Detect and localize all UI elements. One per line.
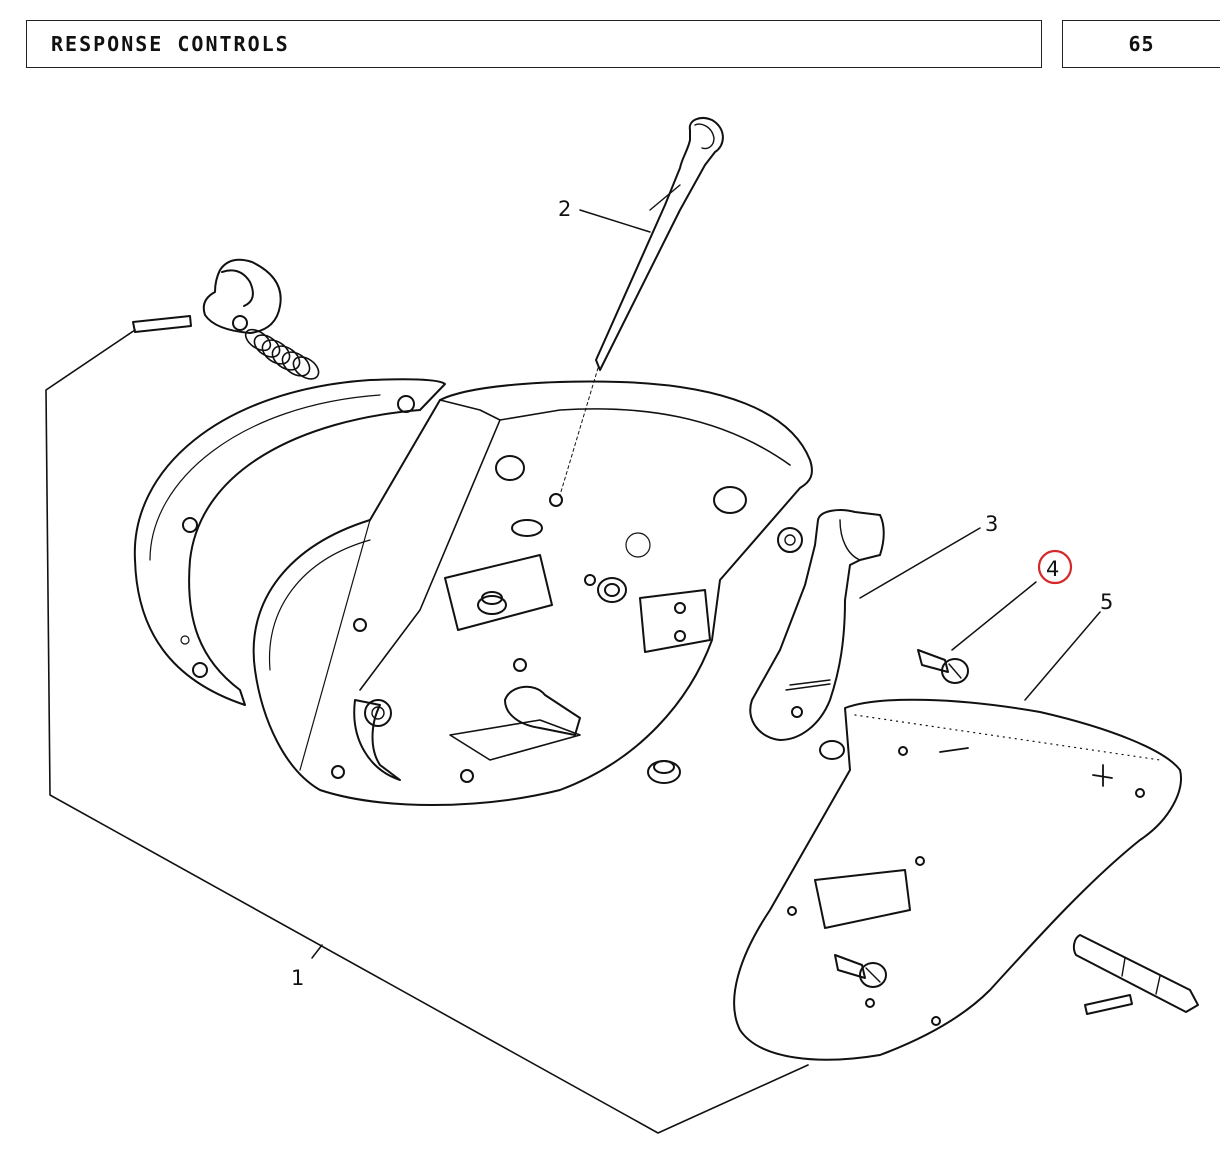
lever	[749, 509, 885, 760]
plate-screw	[834, 954, 887, 988]
control-rod	[559, 117, 724, 496]
pin-bottom-right	[1084, 994, 1133, 1015]
coil-spring	[244, 328, 320, 380]
ring-flange	[133, 378, 446, 706]
header-page-box: 65	[1062, 20, 1220, 68]
detent-block	[202, 258, 282, 334]
callout-label-5: 5	[1100, 590, 1113, 614]
slot-block	[639, 589, 711, 653]
scale-plate	[733, 698, 1182, 1061]
pin-top-left	[132, 315, 192, 333]
small-nut	[647, 760, 681, 784]
clip-ring	[597, 577, 627, 603]
base-outline	[45, 329, 809, 1134]
page-number: 65	[1128, 32, 1155, 56]
callouts: 1 2 3 4 5	[291, 197, 1113, 990]
leader-lines	[311, 209, 1101, 959]
center-square-pad	[444, 519, 553, 631]
callout-label-3: 3	[985, 512, 998, 536]
header-title-box: RESPONSE CONTROLS	[26, 20, 1042, 68]
callout-label-4: 4	[1046, 557, 1059, 581]
callout-4-highlight-circle	[1037, 549, 1073, 585]
pin-shaft	[1072, 934, 1199, 1013]
callout-label-1: 1	[291, 966, 304, 990]
main-housing	[252, 380, 813, 806]
page-title: RESPONSE CONTROLS	[51, 32, 290, 56]
callout-label-2: 2	[558, 197, 571, 221]
cylinder-lug	[449, 685, 581, 761]
screw	[917, 649, 969, 684]
